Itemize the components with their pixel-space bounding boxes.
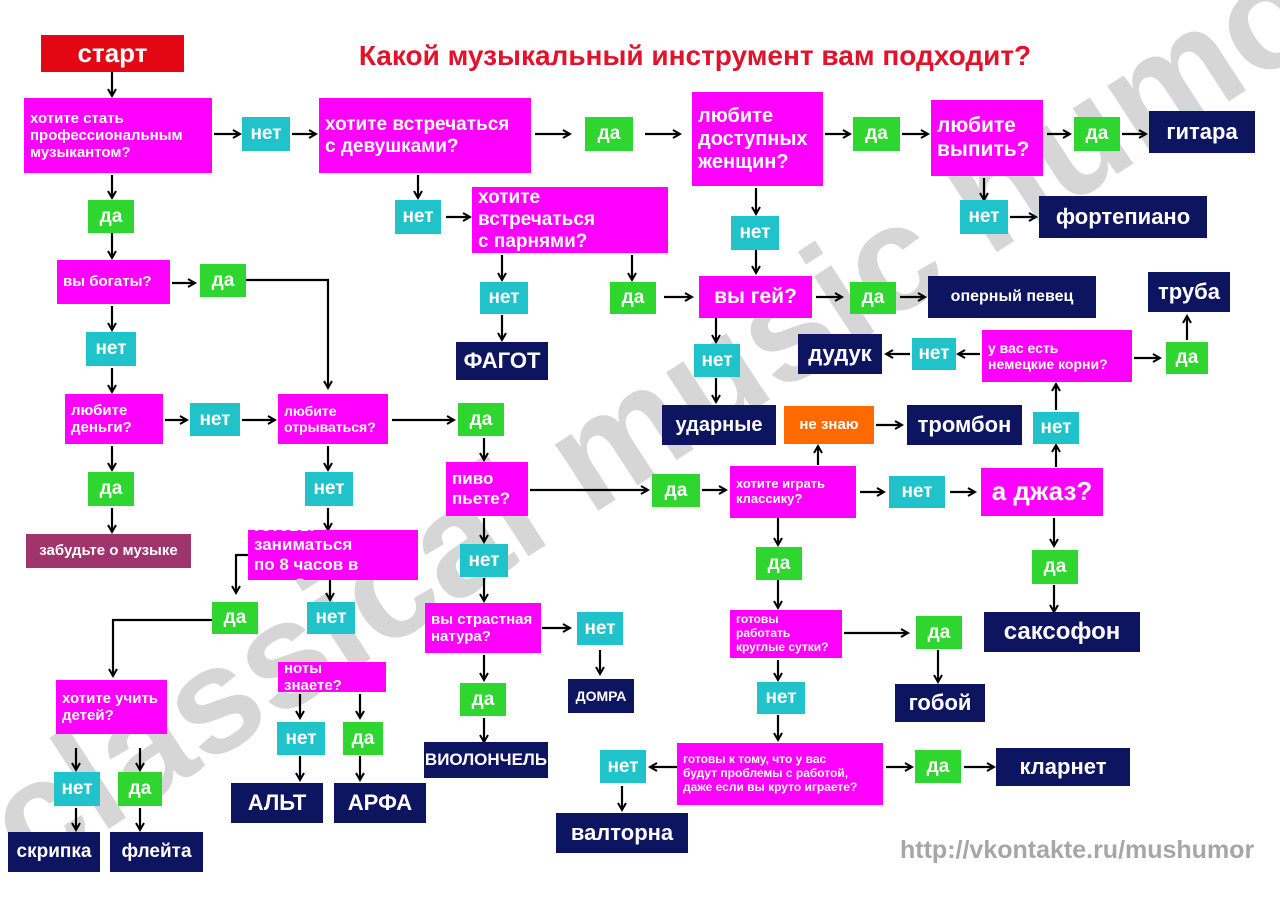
no-badge: нет [1033,412,1079,444]
question-jazz: а джаз? [981,468,1103,516]
answer-drums: ударные [662,405,776,445]
no-badge: нет [307,602,355,634]
answer-violin: скрипка [8,832,100,872]
question-notes: ноты знаете? [278,662,386,692]
answer-guitar: гитара [1149,111,1255,153]
no-badge: нет [577,612,623,645]
answer-flute: флейта [110,832,203,872]
yes-badge: да [88,200,134,233]
yes-badge: да [460,683,506,716]
question-german: у вас есть немецкие корни? [982,330,1132,382]
yes-badge: да [88,472,134,506]
no-badge: нет [242,117,290,151]
no-badge: нет [960,200,1008,234]
answer-forget-music: забудьте о музыке [26,534,191,568]
answer-harp: АРФА [334,783,426,823]
no-badge: нет [600,750,646,783]
arrow-down-icon [245,278,328,388]
question-money: любите деньги? [65,394,163,444]
answer-bassoon: ФАГОТ [456,342,548,380]
yes-badge: да [1166,342,1208,374]
no-badge: нет [731,216,779,250]
arrow-down-icon [236,553,248,593]
yes-badge: да [212,602,258,634]
answer-opera: оперный певец [928,276,1096,318]
yes-badge: да [850,282,896,314]
yes-badge: да [458,403,504,436]
page-title: Какой музыкальный инструмент вам подходи… [358,40,1032,71]
yes-badge: да [853,117,900,151]
source-url: http://vkontakte.ru/mushumor [900,836,1255,864]
yes-badge: да [585,117,633,151]
question-professional: хотите стать профессиональным музыкантом… [24,98,212,173]
start-node: старт [41,35,184,72]
yes-badge: да [200,264,246,297]
no-badge: нет [305,472,353,506]
yes-badge: да [1032,550,1078,584]
yes-badge: да [916,616,962,649]
no-badge: нет [912,338,956,370]
question-rich: вы богаты? [57,260,170,304]
no-badge: нет [460,544,508,577]
answer-duduk: дудук [798,334,882,374]
question-classic: хотите играть классику? [730,466,856,518]
no-badge: нет [54,772,100,806]
question-teach: хотите учить детей? [56,680,167,734]
question-beer: пиво пьете? [446,462,528,516]
answer-horn: валторна [556,813,688,853]
answer-cello: ВИОЛОНЧЕЛЬ [424,742,548,778]
answer-domra: ДОМРА [568,679,634,713]
yes-badge: да [343,722,383,755]
question-24h: готовы работать круглые сутки? [730,610,842,658]
answer-viola: АЛЬТ [231,783,323,823]
answer-trumpet: труба [1148,272,1230,312]
question-problems: готовы к тому, что у вас будут проблемы … [677,743,883,805]
no-badge: нет [889,476,945,508]
answer-oboe: гобой [895,684,985,722]
question-8-hours: готовы заниматься по 8 часов в день? [248,530,418,580]
yes-badge: да [610,282,656,314]
arrow-down-icon [113,618,213,676]
answer-clarinet: кларнет [996,748,1130,786]
yes-badge: да [118,772,162,806]
question-drink: любите выпить? [931,100,1043,176]
question-girls: хотите встречаться с девушками? [319,98,531,173]
question-gay: вы гей? [699,276,812,318]
yes-badge: да [1074,117,1120,151]
question-party: любите отрываться? [278,394,388,444]
question-cheap-women: любите доступных женщин? [692,92,823,186]
no-badge: нет [395,200,441,234]
answer-piano: фортепиано [1039,196,1207,238]
yes-badge: да [915,750,961,783]
question-passion: вы страстная натура? [425,603,541,653]
no-badge: нет [86,332,136,366]
yes-badge: да [756,547,802,580]
no-badge: нет [757,682,805,714]
question-boys: хотите встречаться с парнями? [472,187,668,253]
yes-badge: да [652,474,700,507]
answer-sax: саксофон [984,612,1140,652]
no-badge: нет [480,282,528,314]
no-badge: нет [277,722,325,755]
answer-trombone: тромбон [907,405,1022,445]
no-badge: нет [190,403,240,436]
unsure-node: не знаю [784,406,874,444]
no-badge: нет [694,344,740,377]
